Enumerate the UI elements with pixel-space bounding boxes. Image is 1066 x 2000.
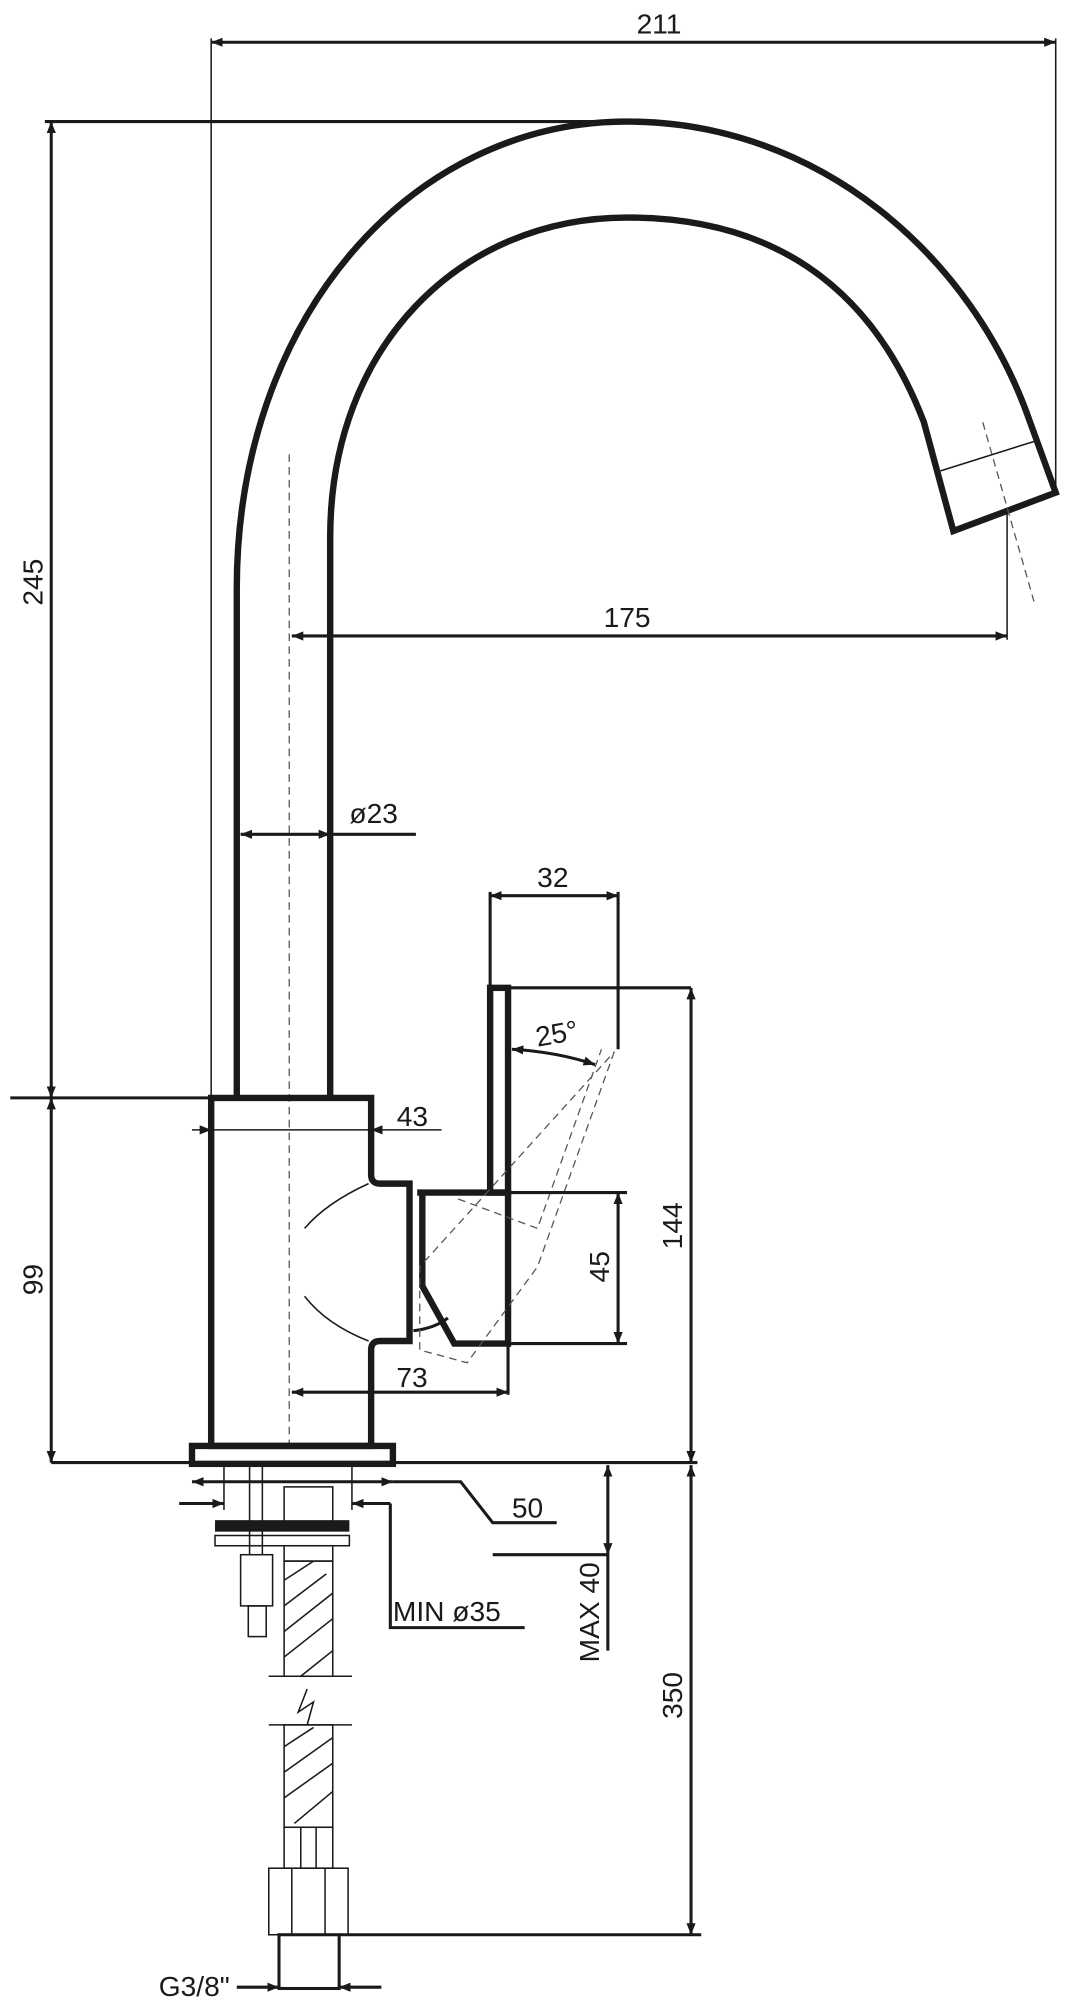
faucet-body: [188, 1094, 413, 1468]
dim-handle-offset: 73: [396, 1362, 427, 1393]
dim-body-height: 99: [17, 1264, 48, 1295]
dim-handle-angle: 25°: [533, 1015, 580, 1053]
spout: [233, 118, 1060, 1446]
dim-total-height: 245: [17, 559, 48, 606]
dim-counter-max: MAX 40: [574, 1562, 605, 1662]
dimension-lines: [10, 37, 1057, 1992]
dim-handle-lower: 45: [584, 1251, 615, 1282]
supply-hose: [267, 1544, 352, 1991]
dim-total-width: 211: [637, 8, 682, 39]
mounting-hardware: [214, 1465, 351, 1638]
dim-handle-width: 32: [537, 862, 568, 893]
dim-hole-min: MIN ø35: [393, 1596, 501, 1627]
dim-thread: G3/8": [159, 1971, 230, 2000]
dim-hose-length: 350: [657, 1672, 688, 1719]
dim-spout-diameter: ø23: [349, 798, 398, 829]
dim-body-diameter: 43: [397, 1101, 428, 1132]
dim-handle-height: 144: [657, 1202, 688, 1249]
lever-handle: [413, 984, 615, 1364]
dim-spout-reach: 175: [604, 602, 651, 633]
dim-base-diameter: 50: [512, 1493, 543, 1524]
